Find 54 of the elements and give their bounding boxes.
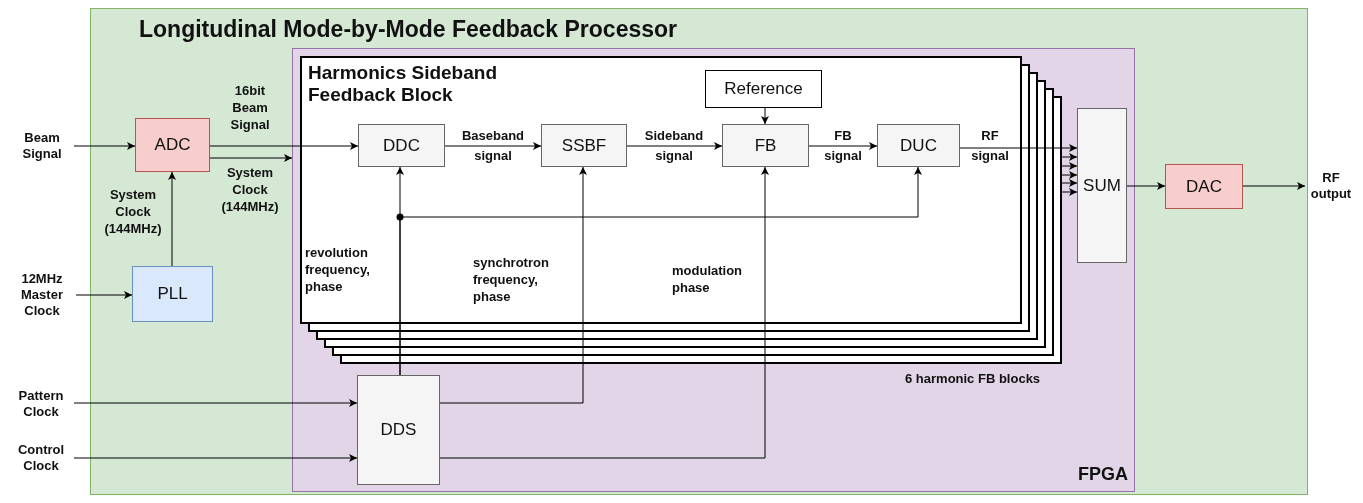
arrow	[73, 399, 358, 407]
signal-label: Pattern Clock	[8, 386, 74, 422]
block-title: Harmonics Sideband Feedback Block	[308, 62, 498, 106]
arrow	[439, 166, 769, 459]
process-box: DUC	[877, 124, 960, 167]
arrow	[73, 454, 358, 462]
arrow	[209, 154, 293, 162]
edge-label: synchrotron frequency, phase	[473, 254, 550, 305]
edge-label: Baseband signal	[460, 127, 526, 165]
signal-label: 12MHz Master Clock	[8, 266, 76, 324]
signal-label: Beam Signal	[10, 128, 74, 164]
signal-label: RF output	[1305, 168, 1357, 204]
arrow	[1242, 182, 1306, 190]
reference-box: Reference	[705, 70, 822, 108]
arrow	[626, 142, 723, 150]
edge-label: FB signal	[823, 127, 863, 165]
edge-label: modulation phase	[672, 262, 744, 296]
feedback-block	[300, 56, 1062, 364]
edge-label: System Clock (144MHz)	[103, 186, 163, 237]
arrow	[1061, 153, 1078, 161]
arrow	[808, 142, 878, 150]
pll-box: PLL	[132, 266, 213, 322]
panel-title: Longitudinal Mode-by-Mode Feedback Processor	[139, 16, 678, 43]
edge-label: 16bit Beam Signal	[229, 82, 271, 133]
arrow	[1061, 188, 1078, 196]
edge-label: RF signal	[970, 127, 1010, 165]
arrow	[168, 171, 176, 267]
arrow	[439, 166, 587, 404]
edge-label: System Clock (144MHz)	[220, 164, 280, 215]
panel-title: FPGA	[1077, 464, 1128, 485]
arrow	[209, 142, 359, 150]
arrow	[1061, 179, 1078, 187]
arrow	[1061, 171, 1078, 179]
stack-caption: 6 harmonic FB blocks	[905, 370, 1042, 387]
arrow	[959, 144, 1078, 152]
process-box: FB	[722, 124, 809, 167]
edge-label: revolution frequency, phase	[305, 244, 371, 295]
arrow	[1061, 162, 1078, 170]
process-box: SSBF	[541, 124, 627, 167]
converter-box: DAC	[1165, 164, 1243, 209]
converter-box: ADC	[135, 118, 210, 172]
arrow	[399, 166, 922, 376]
process-box: SUM	[1077, 108, 1127, 263]
processor-panel	[90, 8, 1308, 495]
process-box: DDC	[358, 124, 445, 167]
process-box: DDS	[357, 375, 440, 485]
fpga-panel	[292, 48, 1135, 492]
arrow	[75, 291, 133, 299]
arrow	[444, 142, 542, 150]
arrow	[1126, 182, 1166, 190]
arrow	[73, 142, 136, 150]
edge-label: Sideband signal	[643, 127, 705, 165]
arrow	[761, 107, 769, 125]
signal-label: Control Clock	[8, 440, 74, 476]
